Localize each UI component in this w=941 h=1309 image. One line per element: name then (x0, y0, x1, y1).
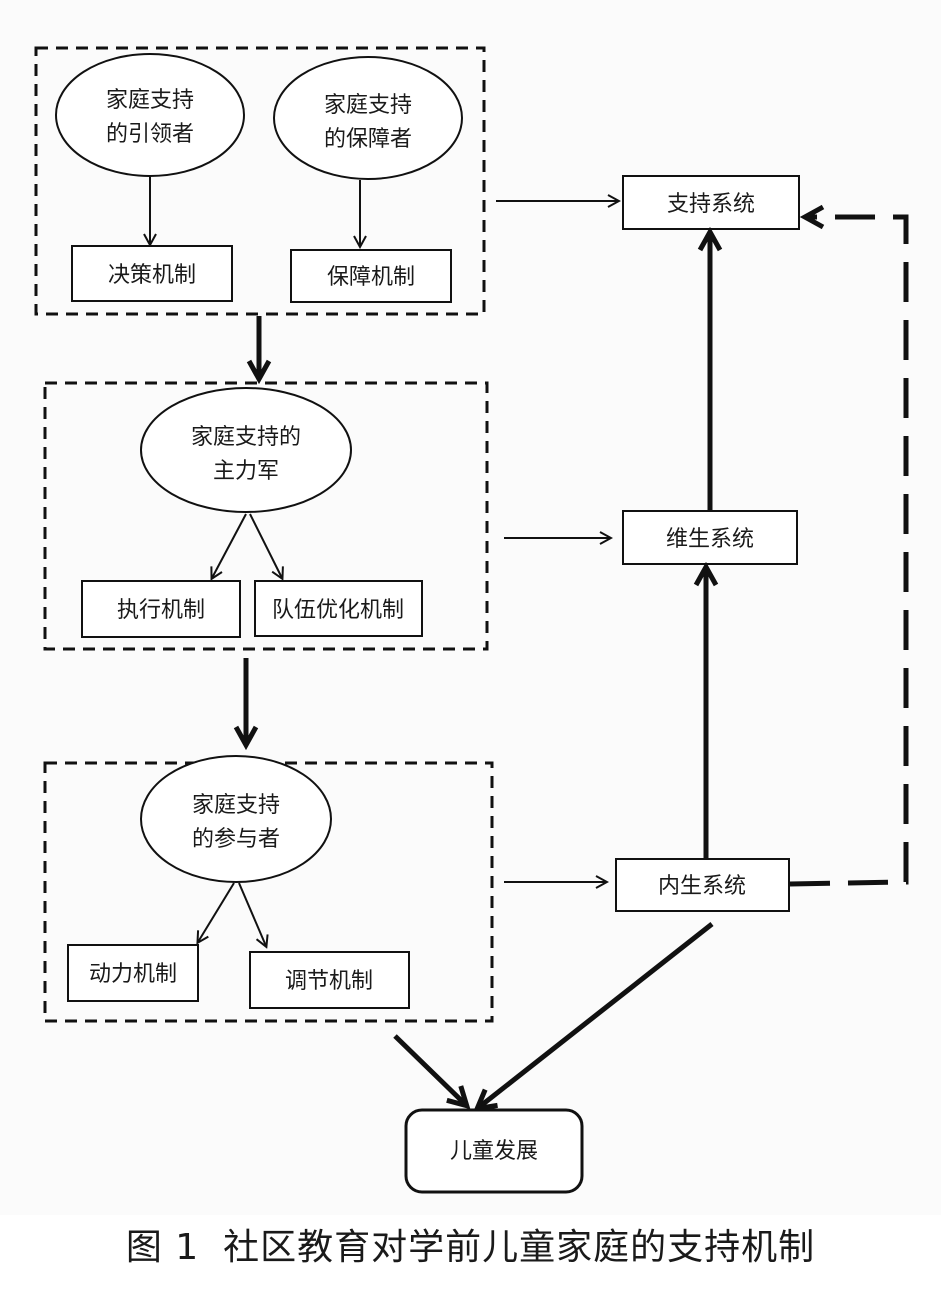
role-leader-node (55, 53, 245, 177)
child-development-box (404, 1108, 584, 1194)
mech-team-box (254, 580, 423, 637)
figure-number: 图 1 (125, 1227, 200, 1268)
system-sustain-label: 维生系统 (666, 527, 754, 552)
role-main-force-node (140, 387, 352, 513)
mech-team-label: 队伍优化机制 (272, 598, 404, 623)
role-guarantor-line-2: 的保障者 (324, 127, 412, 152)
mech-decision-label: 决策机制 (108, 263, 196, 288)
role-leader-line-1: 家庭支持 (106, 88, 194, 113)
mech-guarantee-box (290, 249, 452, 303)
role-participant-line-2: 的参与者 (192, 827, 280, 852)
role-main-force-line-1: 家庭支持的 (191, 425, 301, 450)
mech-guarantee-label: 保障机制 (327, 265, 415, 290)
diagram-canvas: 家庭支持 的引领者 家庭支持 的保障者 决策机制 保障机制 家庭支持的 主力军 … (34, 46, 909, 1194)
group-leaders-frame (34, 46, 486, 316)
edge-main-force-to-execution (212, 513, 247, 578)
edge-endogenous-to-support-feedback (789, 217, 909, 887)
flow-diagram: 家庭支持 的引领者 家庭支持 的保障者 决策机制 保障机制 家庭支持的 主力军 … (34, 46, 909, 1194)
mech-execution-box (81, 580, 241, 638)
group-main-force-frame (43, 381, 489, 651)
system-endogenous-label: 内生系统 (658, 874, 746, 899)
mech-motivation-box (67, 944, 199, 1002)
role-participant-node (140, 755, 332, 883)
role-main-force-line-2: 主力军 (213, 459, 279, 484)
role-leader-line-2: 的引领者 (106, 122, 194, 147)
child-development-label: 儿童发展 (450, 1139, 538, 1164)
mech-motivation-label: 动力机制 (89, 962, 177, 987)
system-sustain-box (622, 510, 798, 565)
mech-decision-box (71, 245, 233, 302)
edge-group3-to-child-development (393, 1034, 466, 1105)
edge-participant-to-regulation (238, 882, 266, 946)
edge-participant-to-motivation (198, 882, 235, 942)
system-support-label: 支持系统 (667, 192, 755, 217)
mech-regulation-label: 调节机制 (285, 969, 373, 994)
edge-main-force-to-team (249, 513, 282, 578)
figure-title: 社区教育对学前儿童家庭的支持机制 (223, 1227, 816, 1268)
mech-regulation-box (249, 951, 410, 1009)
mech-execution-label: 执行机制 (117, 598, 205, 623)
system-endogenous-box (615, 858, 790, 912)
system-support-box (622, 175, 800, 230)
role-guarantor-node (273, 56, 463, 180)
edge-endogenous-to-child-development (478, 922, 714, 1108)
role-participant-line-1: 家庭支持 (192, 793, 280, 818)
figure-caption: 图 1 社区教育对学前儿童家庭的支持机制 (0, 1218, 941, 1270)
role-guarantor-line-1: 家庭支持 (324, 93, 412, 118)
